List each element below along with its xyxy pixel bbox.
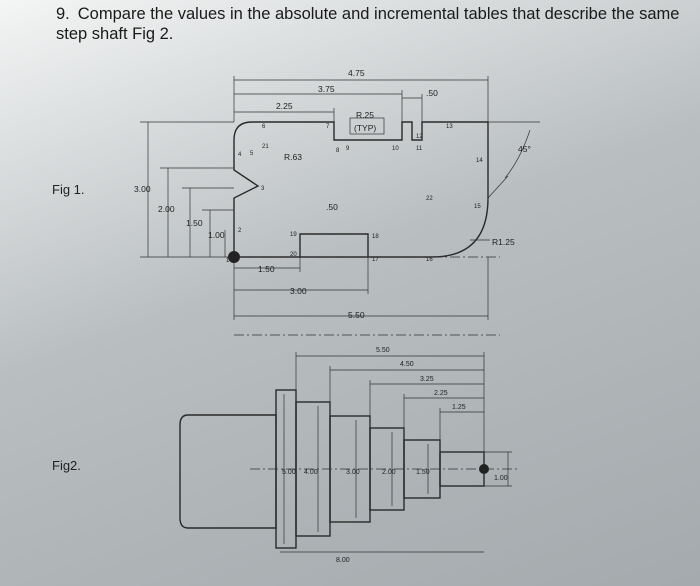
point-22: 22 bbox=[426, 196, 433, 202]
point-18: 18 bbox=[372, 234, 379, 240]
dim-fig1-3: 2.25 bbox=[276, 101, 293, 111]
point-5: 5 bbox=[250, 151, 254, 157]
dim-fig2-8: 2.00 bbox=[382, 469, 396, 476]
fig2-label: Fig2. bbox=[52, 458, 81, 473]
dim-fig2-7: 3.00 bbox=[346, 469, 360, 476]
dim-fig1-1: 3.75 bbox=[318, 84, 335, 94]
point-8: 8 bbox=[336, 148, 340, 154]
dim-fig1-7: 3.00 bbox=[134, 184, 151, 194]
dim-fig2-0: 5.50 bbox=[376, 347, 390, 354]
dim-fig1-2: .50 bbox=[426, 88, 438, 98]
dim-fig2-10: 1.00 bbox=[494, 475, 508, 482]
point-12: 12 bbox=[416, 134, 423, 140]
dim-fig1-4: R.25 bbox=[356, 110, 374, 120]
dim-fig1-12: 1.50 bbox=[258, 264, 275, 274]
point-10: 10 bbox=[392, 146, 399, 152]
point-13: 13 bbox=[446, 124, 453, 130]
dim-fig1-10: 1.00 bbox=[208, 230, 225, 240]
point-15: 15 bbox=[474, 204, 481, 210]
dim-fig2-11: 8.00 bbox=[336, 557, 350, 564]
dim-fig1-9: 1.50 bbox=[186, 218, 203, 228]
point-4: 4 bbox=[238, 152, 242, 158]
question-number: 9. bbox=[56, 5, 70, 23]
point-19: 19 bbox=[290, 232, 297, 238]
dim-fig1-8: 2.00 bbox=[158, 204, 175, 214]
point-9: 9 bbox=[346, 146, 350, 152]
point-7: 7 bbox=[326, 124, 330, 130]
point-16: 16 bbox=[426, 257, 433, 263]
point-17: 17 bbox=[372, 257, 379, 263]
point-21: 21 bbox=[262, 144, 269, 150]
origin-marker bbox=[228, 251, 240, 263]
dim-fig1-16: 45° bbox=[518, 144, 531, 154]
dim-fig2-3: 2.25 bbox=[434, 390, 448, 397]
point-11: 11 bbox=[416, 146, 423, 152]
dim-fig2-2: 3.25 bbox=[420, 376, 434, 383]
dim-fig2-5: 5.00 bbox=[282, 469, 296, 476]
dim-fig2-6: 4.00 bbox=[304, 469, 318, 476]
dim-fig2-1: 4.50 bbox=[400, 361, 414, 368]
point-6: 6 bbox=[262, 124, 266, 130]
fig1-label: Fig 1. bbox=[52, 182, 85, 197]
question-text: 9.Compare the values in the absolute and… bbox=[56, 4, 696, 44]
dim-fig1-14: 5.50 bbox=[348, 310, 365, 320]
dim-fig1-11: .50 bbox=[326, 202, 338, 212]
dim-fig1-6: R.63 bbox=[284, 152, 302, 162]
dim-fig1-0: 4.75 bbox=[348, 68, 365, 78]
dim-fig1-13: 3.00 bbox=[290, 286, 307, 296]
fig2-origin-marker bbox=[479, 464, 489, 474]
dim-fig1-5: (TYP) bbox=[354, 123, 376, 133]
question-body: Compare the values in the absolute and i… bbox=[56, 5, 680, 43]
point-14: 14 bbox=[476, 158, 483, 164]
dim-fig2-9: 1.50 bbox=[416, 469, 430, 476]
point-1: 1 bbox=[226, 258, 230, 264]
point-3: 3 bbox=[261, 186, 265, 192]
point-20: 20 bbox=[290, 252, 297, 258]
dim-fig1-15: R1.25 bbox=[492, 237, 515, 247]
point-2: 2 bbox=[238, 228, 242, 234]
dim-fig2-4: 1.25 bbox=[452, 404, 466, 411]
